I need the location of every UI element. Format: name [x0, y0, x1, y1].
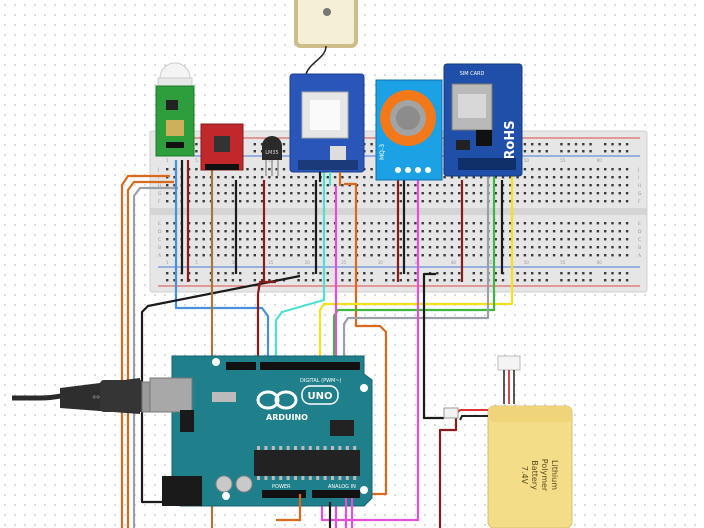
wire-orange-left-2	[126, 180, 174, 528]
breadboard-row-letter: E	[158, 221, 161, 227]
temperature-sensor: LM35	[262, 136, 282, 176]
gps-module	[289, 73, 365, 173]
breadboard-row-letter: H	[158, 183, 161, 189]
wire-pink	[320, 172, 420, 522]
battery-label-4: 7.4V	[520, 466, 529, 485]
temp-sensor-label: LM35	[265, 150, 278, 156]
wire-green	[332, 172, 496, 360]
breadboard-column-number: 40	[451, 260, 457, 265]
mq3-sensor: MQ-3	[375, 79, 443, 181]
breadboard-column-number: 55	[560, 158, 566, 163]
breadboard-row-letter: A	[158, 253, 162, 259]
breadboard-column-number: 5	[195, 158, 198, 163]
breadboard-column-number: 55	[560, 260, 566, 265]
breadboard-column-number: 1	[166, 158, 169, 163]
battery-label-1: Lithium	[550, 460, 559, 490]
breadboard-row-letter: B	[638, 245, 641, 251]
breadboard-row-letter: C	[638, 237, 641, 243]
battery-label-3: Battery	[530, 460, 539, 490]
wire-orange-left	[120, 174, 170, 528]
breadboard-column-number: 30	[378, 260, 384, 265]
arduino-power-label: POWER	[272, 484, 291, 490]
gsm-module: SIM CARD RoHS	[443, 63, 523, 177]
breadboard-row-letter: D	[158, 229, 162, 235]
breadboard-row-letter: G	[638, 191, 642, 197]
gps-antenna	[294, 0, 358, 75]
breadboard-column-number: 25	[341, 260, 347, 265]
breadboard-column-number: 20	[305, 260, 311, 265]
breadboard-row-letter: D	[638, 229, 642, 235]
breadboard-row-letter: F	[158, 199, 161, 205]
wire-black-battery	[422, 272, 444, 420]
breadboard-column-number: 50	[524, 158, 530, 163]
mq3-label: MQ-3	[379, 144, 386, 160]
breadboard-row-letter: J	[637, 167, 639, 173]
breadboard-row-letter: I	[638, 175, 639, 181]
svg-text:⇔: ⇔	[92, 392, 100, 403]
wire-orange-mid	[300, 182, 388, 496]
breadboard-row-letter: I	[158, 175, 159, 181]
wire-gray-left	[132, 186, 178, 528]
wire-yellow	[318, 172, 514, 360]
breadboard-column-number: 60	[597, 158, 603, 163]
breadboard-row-letter: E	[638, 221, 641, 227]
breadboard-column-number: 5	[195, 260, 198, 265]
breadboard-column-number: 50	[524, 260, 530, 265]
breadboard-column-number: 15	[268, 260, 274, 265]
breadboard-row-letter: B	[158, 245, 161, 251]
breadboard-row-letter: J	[157, 167, 159, 173]
breadboard-row-letter: F	[638, 199, 641, 205]
wire-red-arduino	[256, 280, 276, 360]
breadboard-column-number: 1	[166, 260, 169, 265]
breadboard-row-letter: A	[638, 253, 642, 259]
arduino-analog-label: ANALOG IN	[328, 484, 356, 490]
wire-blue-pir	[174, 160, 270, 360]
pir-sensor	[155, 62, 195, 157]
gsm-rohs-label: RoHS	[503, 120, 518, 159]
arduino-brand-label: ARDUINO	[266, 413, 308, 422]
breadboard-row-letter: G	[158, 191, 162, 197]
accelerometer-module	[200, 123, 244, 171]
wire-teal	[274, 172, 326, 360]
breadboard-row-letter: H	[638, 183, 641, 189]
arduino-digital-label: DIGITAL (PWM~)	[300, 378, 342, 384]
breadboard-column-number: 10	[232, 260, 238, 265]
wire-gray-right	[342, 172, 490, 360]
gsm-sim-label: SIM CARD	[460, 71, 485, 77]
breadboard-row-letter: C	[158, 237, 161, 243]
breadboard-column-number: 45	[487, 260, 493, 265]
battery-label-2: Polymer	[540, 459, 549, 492]
lipo-battery: Lithium Polymer Battery 7.4V	[443, 355, 573, 528]
breadboard-column-number: 60	[597, 260, 603, 265]
arduino-uno: ARDUINO UNO DIGITAL (PWM~) ANALOG IN POW…	[149, 355, 373, 507]
wire-red-battery	[438, 418, 458, 528]
breadboard-column-number: 15	[268, 158, 274, 163]
arduino-model-label: UNO	[308, 391, 333, 402]
